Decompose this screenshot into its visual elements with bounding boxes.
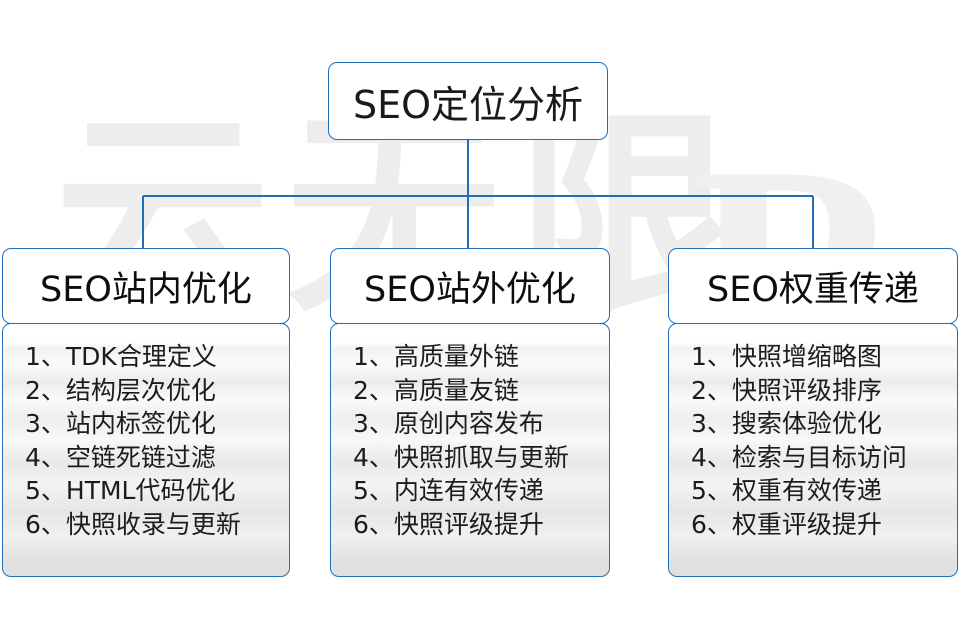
branch-column-seo-weight: SEO权重传递 1、快照增缩略图 2、快照评级排序 3、搜索体验优化 4、检索与… [668, 248, 958, 577]
list-item: 1、快照增缩略图 [691, 342, 882, 371]
list-item: 2、快照评级排序 [691, 375, 882, 405]
list-item: 5、权重有效传递 [691, 476, 882, 505]
item-list-seo-offsite: 1、高质量外链 2、高质量友链 3、原创内容发布 4、快照抓取与更新 5、内连有… [331, 340, 609, 541]
branch-header-seo-onsite[interactable]: SEO站内优化 [2, 248, 290, 324]
list-item: 6、权重评级提升 [691, 509, 882, 539]
branch-column-seo-onsite: SEO站内优化 1、TDK合理定义 2、结构层次优化 3、站内标签优化 4、空链… [2, 248, 290, 577]
root-node[interactable]: SEO定位分析 [328, 62, 608, 140]
list-item: 3、原创内容发布 [353, 409, 544, 438]
list-item: 2、高质量友链 [353, 375, 519, 405]
branch-header-seo-weight[interactable]: SEO权重传递 [668, 248, 958, 324]
list-item: 5、HTML代码优化 [25, 476, 236, 505]
list-item: 6、快照评级提升 [353, 509, 544, 539]
branch-body-seo-onsite: 1、TDK合理定义 2、结构层次优化 3、站内标签优化 4、空链死链过滤 5、H… [2, 323, 290, 577]
list-item: 1、TDK合理定义 [25, 342, 217, 371]
list-item: 4、空链死链过滤 [25, 442, 216, 472]
branch-body-seo-offsite: 1、高质量外链 2、高质量友链 3、原创内容发布 4、快照抓取与更新 5、内连有… [330, 323, 610, 577]
list-item: 6、快照收录与更新 [25, 509, 241, 539]
list-item: 2、结构层次优化 [25, 375, 216, 405]
list-item: 3、站内标签优化 [25, 409, 216, 438]
list-item: 3、搜索体验优化 [691, 409, 882, 438]
branch-header-seo-offsite[interactable]: SEO站外优化 [330, 248, 610, 324]
branch-body-seo-weight: 1、快照增缩略图 2、快照评级排序 3、搜索体验优化 4、检索与目标访问 5、权… [668, 323, 958, 577]
branch-header-label: SEO权重传递 [707, 269, 919, 310]
branch-header-label: SEO站内优化 [40, 269, 252, 310]
item-list-seo-weight: 1、快照增缩略图 2、快照评级排序 3、搜索体验优化 4、检索与目标访问 5、权… [669, 340, 957, 541]
list-item: 5、内连有效传递 [353, 476, 544, 505]
branch-header-label: SEO站外优化 [364, 269, 576, 310]
root-node-label: SEO定位分析 [352, 82, 584, 127]
branch-column-seo-offsite: SEO站外优化 1、高质量外链 2、高质量友链 3、原创内容发布 4、快照抓取与… [330, 248, 610, 577]
list-item: 1、高质量外链 [353, 342, 519, 371]
list-item: 4、检索与目标访问 [691, 442, 907, 472]
list-item: 4、快照抓取与更新 [353, 442, 569, 472]
item-list-seo-onsite: 1、TDK合理定义 2、结构层次优化 3、站内标签优化 4、空链死链过滤 5、H… [3, 340, 289, 541]
